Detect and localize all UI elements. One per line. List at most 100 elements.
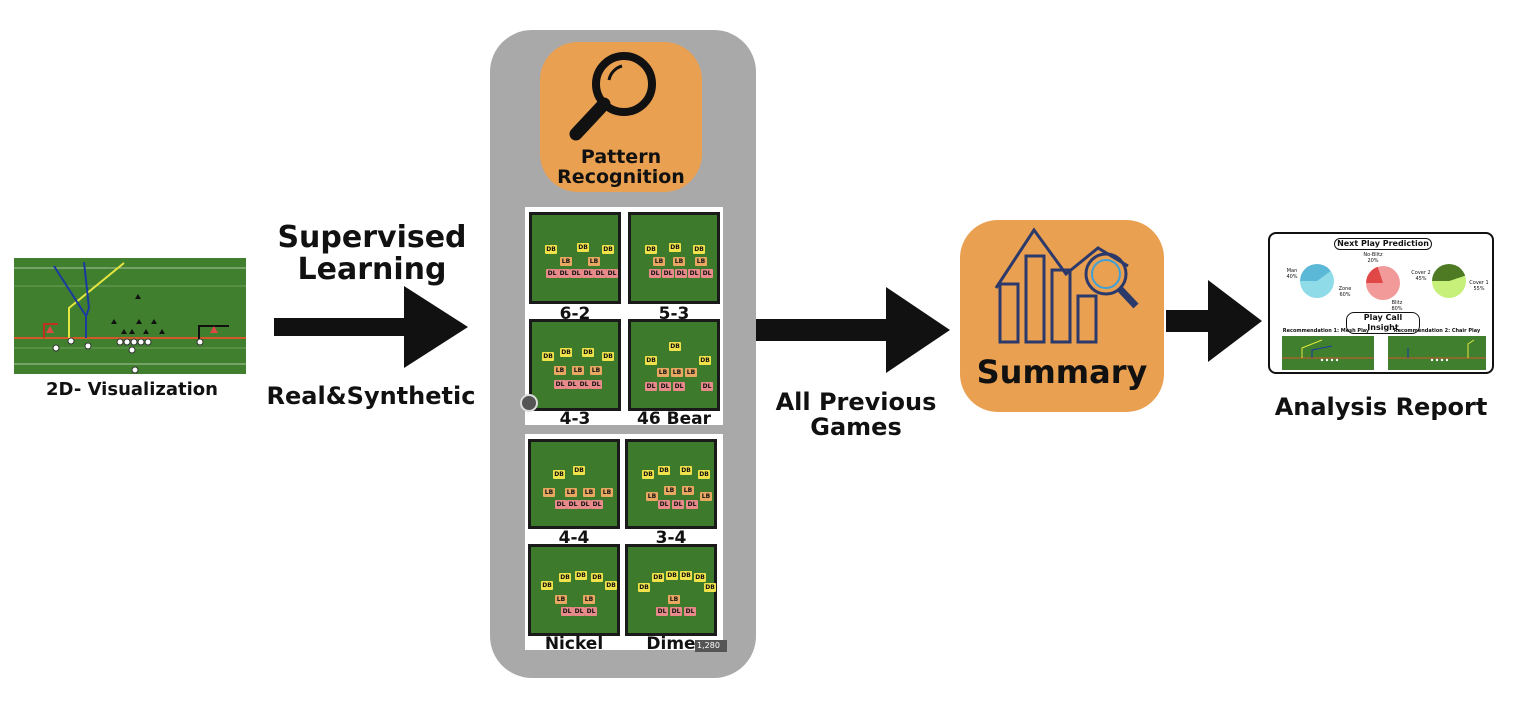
play-call-title: Play Call Insight	[1346, 312, 1420, 334]
tag-lb: LB	[653, 257, 665, 266]
image-search-icon[interactable]	[520, 394, 538, 412]
tag-db: DB	[645, 356, 657, 365]
tag-lb: LB	[668, 595, 680, 604]
tag-dl: DL	[561, 607, 573, 616]
pie-label-cover2: Cover 2 45%	[1411, 270, 1431, 282]
tag-lb: LB	[543, 488, 555, 497]
tag-db: DB	[645, 245, 657, 254]
tag-lb: LB	[588, 257, 600, 266]
tag-dl: DL	[701, 269, 713, 278]
tag-lb: LB	[682, 486, 694, 495]
summary-label: Summary	[976, 353, 1148, 391]
tag-lb: LB	[555, 595, 567, 604]
tag-dl: DL	[688, 269, 700, 278]
summary-badge: Summary	[960, 220, 1164, 412]
tag-db: DB	[680, 571, 692, 580]
arrow-right-icon	[756, 287, 950, 373]
arrow1-top-label: Supervised Learning	[277, 220, 467, 287]
formation-4-4: DB DB LB LB LB LB DL DL DL DL	[528, 439, 620, 529]
tag-lb: LB	[560, 257, 572, 266]
tag-db: DB	[545, 245, 557, 254]
magnifier-icon	[569, 52, 656, 141]
pie-label-blitz: Blitz 80%	[1391, 300, 1403, 312]
formation-label: 3-4	[655, 528, 687, 548]
tag-lb: LB	[664, 486, 676, 495]
tag-db: DB	[577, 243, 589, 252]
tag-dl: DL	[673, 382, 685, 391]
tag-db: DB	[559, 573, 571, 582]
tag-dl: DL	[567, 500, 579, 509]
tag-dl: DL	[658, 500, 670, 509]
tag-db: DB	[694, 573, 706, 582]
tag-dl: DL	[672, 500, 684, 509]
report-card: Next Play Prediction Man 40% Zone 60% No…	[1268, 232, 1494, 374]
tag-db: DB	[591, 573, 603, 582]
pattern-title: Pattern Recognition	[557, 146, 685, 188]
viz-caption: 2D- Visualization	[46, 379, 218, 400]
play-diagram	[14, 261, 246, 374]
tag-lb: LB	[583, 595, 595, 604]
arrow-right-icon	[1166, 280, 1262, 362]
formation-4-3: DB DB DB DB LB LB LB DL DL DL DL	[529, 319, 621, 411]
tag-dl: DL	[701, 382, 713, 391]
tag-lb: LB	[671, 368, 683, 377]
tag-lb: LB	[565, 488, 577, 497]
pie-label-cover1: Cover 1 55%	[1469, 280, 1489, 292]
tag-dl: DL	[675, 269, 687, 278]
tag-dl: DL	[684, 607, 696, 616]
tag-db: DB	[704, 583, 716, 592]
tag-db: DB	[605, 581, 617, 590]
tag-db: DB	[699, 356, 711, 365]
tag-dl: DL	[573, 607, 585, 616]
tag-dl: DL	[546, 269, 558, 278]
tag-db: DB	[658, 466, 670, 475]
formation-label: 4-3	[559, 409, 591, 429]
formation-label: 4-4	[558, 528, 590, 548]
formation-label: 46 Bear	[637, 409, 711, 429]
tag-dl: DL	[662, 269, 674, 278]
tag-db: DB	[669, 342, 681, 351]
tag-dl: DL	[578, 380, 590, 389]
tag-dl: DL	[554, 380, 566, 389]
tag-dl: DL	[606, 269, 618, 278]
tag-db: DB	[680, 466, 692, 475]
formation-nickel: DB DB DB DB DB LB LB DL DL DL	[528, 544, 620, 636]
rec2-label: Recommendation 2: Chair Play	[1393, 328, 1481, 334]
tag-lb: LB	[601, 488, 613, 497]
tag-dl: DL	[558, 269, 570, 278]
tag-db: DB	[666, 571, 678, 580]
tag-dl: DL	[656, 607, 668, 616]
tag-db: DB	[693, 245, 705, 254]
tag-lb: LB	[583, 488, 595, 497]
pattern-badge: Pattern Recognition	[540, 42, 702, 192]
tag-db: DB	[542, 352, 554, 361]
tag-dl: DL	[686, 500, 698, 509]
tag-dl: DL	[649, 269, 661, 278]
formations-card-top: DB DB DB LB LB DL DL DL DL DL DL 6-2 DB …	[525, 207, 723, 429]
tag-db: DB	[560, 348, 572, 357]
tag-db: DB	[602, 352, 614, 361]
tag-lb: LB	[646, 492, 658, 501]
tag-dl: DL	[555, 500, 567, 509]
arrow-right-icon	[274, 286, 468, 368]
arrow2-label: All Previous Games	[775, 388, 937, 442]
tag-lb: LB	[673, 257, 685, 266]
tag-dl: DL	[570, 269, 582, 278]
tag-dl: DL	[659, 382, 671, 391]
bar-chart-icon	[994, 227, 1139, 344]
tag-dl: DL	[670, 607, 682, 616]
tag-lb: LB	[695, 257, 707, 266]
report-caption: Analysis Report	[1274, 393, 1488, 421]
tag-lb: LB	[554, 366, 566, 375]
rec1-field	[1282, 336, 1374, 370]
rec2-field	[1388, 336, 1486, 370]
tag-dl: DL	[591, 500, 603, 509]
pie-blitz	[1366, 266, 1400, 300]
next-play-title: Next Play Prediction	[1334, 238, 1432, 250]
arrow1-bottom-label: Real&Synthetic	[266, 382, 476, 410]
tag-db: DB	[582, 348, 594, 357]
formation-label: Nickel	[544, 634, 604, 654]
rec2-play-diagram	[1388, 339, 1486, 362]
tag-db: DB	[642, 470, 654, 479]
formation-46-bear: DB DB DB LB LB LB DL DL DL DL	[628, 319, 720, 411]
